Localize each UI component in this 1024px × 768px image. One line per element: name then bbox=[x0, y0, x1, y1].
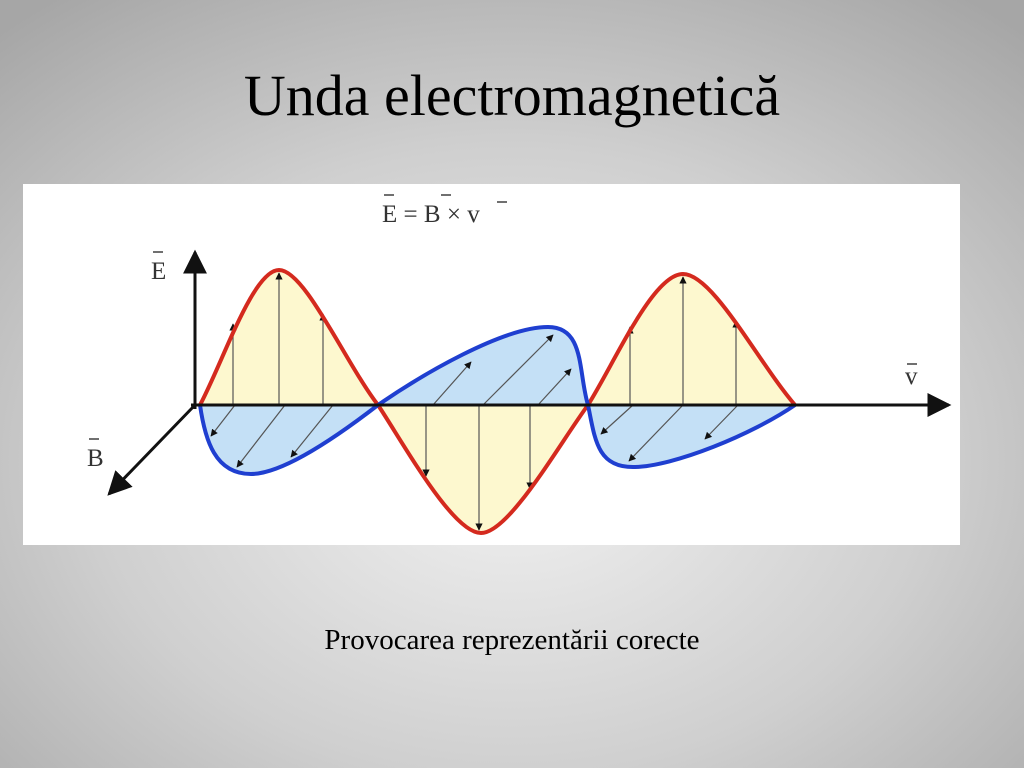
magnetic-wave-fill-2 bbox=[378, 327, 588, 405]
electric-wave-fill-2 bbox=[378, 405, 588, 533]
magnetic-field-vectors bbox=[210, 334, 739, 468]
electric-wave-curve bbox=[198, 267, 797, 536]
b-axis bbox=[107, 403, 197, 496]
electric-wave bbox=[200, 270, 795, 533]
electric-wave-fill-1 bbox=[200, 270, 378, 405]
em-wave-svg: E = B × v bbox=[87, 194, 952, 536]
axes bbox=[107, 249, 952, 496]
electric-field-vectors bbox=[229, 272, 740, 531]
magnetic-wave-fill-3 bbox=[588, 405, 795, 467]
slide-title: Unda electromagnetică bbox=[243, 63, 781, 128]
magnetic-wave bbox=[200, 327, 795, 474]
slide-caption: Provocarea reprezentării corecte bbox=[324, 624, 700, 656]
v-axis-label: v bbox=[905, 363, 918, 390]
b-axis-label: B bbox=[87, 445, 104, 472]
magnetic-wave-curve bbox=[198, 324, 797, 477]
em-wave-diagram: E = B × v bbox=[23, 184, 960, 545]
formula-label: E = B × v bbox=[382, 201, 480, 228]
e-axis-label: E bbox=[151, 258, 166, 285]
formula-vector-marks bbox=[384, 194, 507, 203]
electric-wave-fill-3 bbox=[588, 274, 795, 405]
